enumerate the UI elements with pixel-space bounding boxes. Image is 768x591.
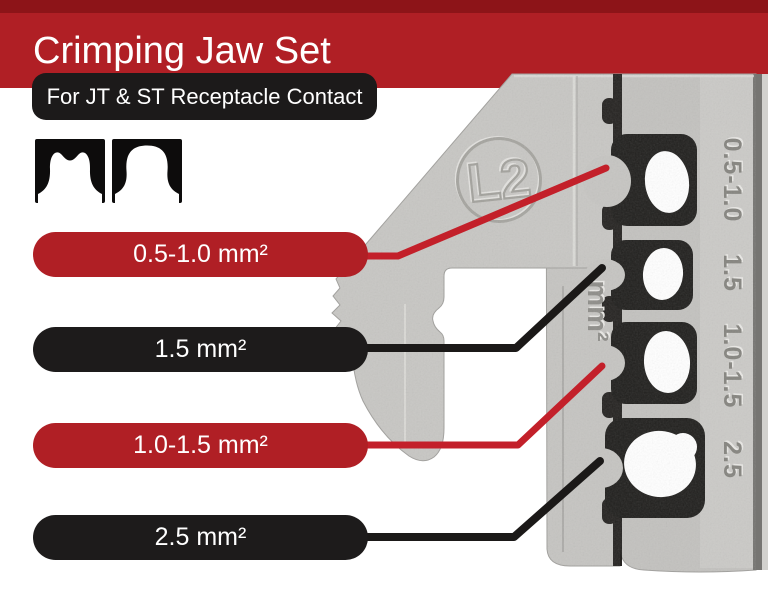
size-label-1.5: 1.5 mm² (33, 327, 368, 372)
callout-line-2 (362, 362, 606, 449)
size-label-text: 2.5 mm² (154, 523, 247, 551)
size-label-text: 0.5-1.0 mm² (133, 240, 268, 268)
jaw-right-edge-sliver (762, 74, 768, 570)
callout-line-0 (362, 164, 610, 260)
page-title: Crimping Jaw Set (33, 30, 331, 72)
size-label-text: 1.5 mm² (154, 335, 247, 363)
jaw-right-dark-edge (753, 74, 762, 570)
size-label-text: 1.0-1.5 mm² (133, 431, 268, 459)
open-barrel-crimp-icon (35, 139, 105, 203)
size-label-2.5: 2.5 mm² (33, 515, 368, 560)
closed-barrel-crimp-icon (112, 139, 182, 203)
subtitle-pill: For JT & ST Receptacle Contact (32, 73, 377, 120)
subtitle-text: For JT & ST Receptacle Contact (46, 83, 363, 109)
callout-line-3 (362, 457, 604, 541)
callout-line-1 (362, 264, 606, 352)
size-label-1.0-1.5: 1.0-1.5 mm² (33, 423, 368, 468)
top-accent-strip (0, 0, 768, 13)
size-label-0.5-1.0: 0.5-1.0 mm² (33, 232, 368, 277)
